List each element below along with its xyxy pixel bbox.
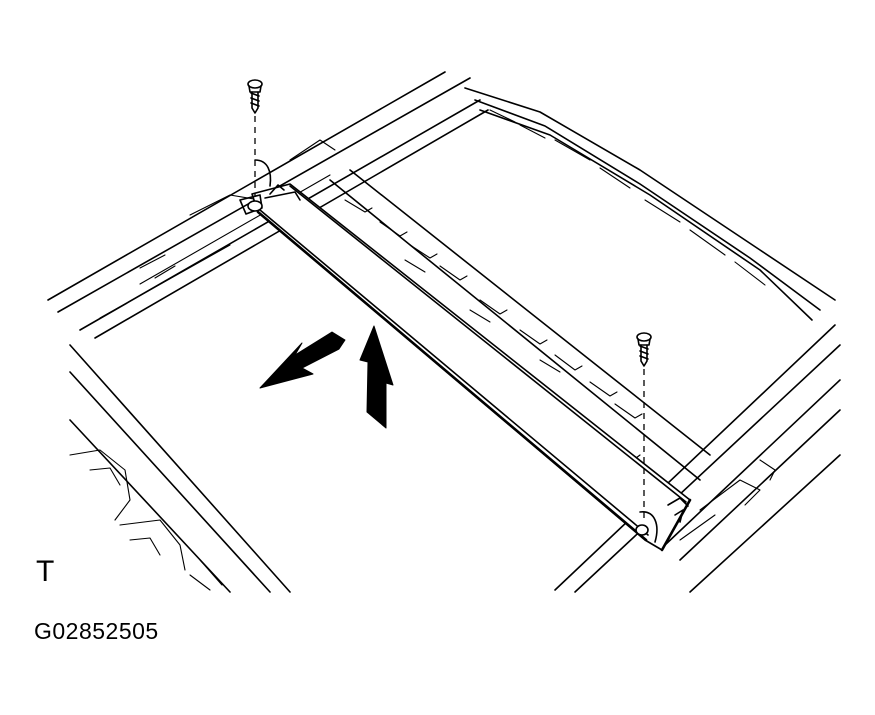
arrow-icon (259, 331, 346, 389)
corner-code-label: T (36, 555, 55, 588)
screw-icon (247, 79, 263, 196)
arrow-icon (359, 325, 394, 429)
housing-slots (344, 199, 643, 419)
figure-code-label: G02852505 (34, 618, 159, 644)
sunroof-bracket (239, 159, 692, 552)
screw-icon (636, 332, 652, 520)
side-frame-rails (554, 324, 841, 593)
lower-left-trim (69, 344, 291, 593)
